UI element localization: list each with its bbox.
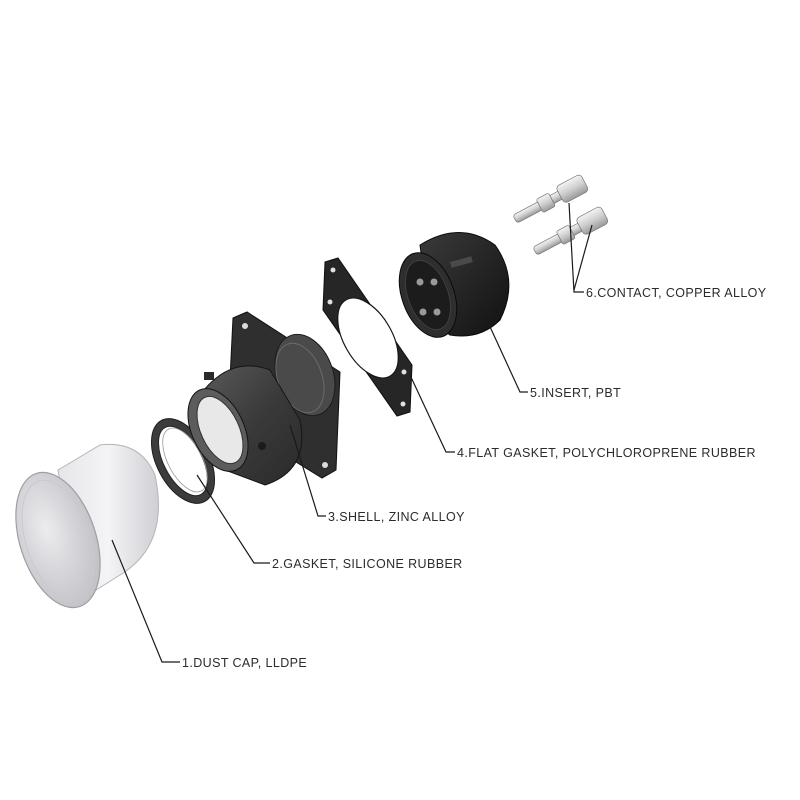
label-part2: 2.GASKET, SILICONE RUBBER <box>272 557 463 571</box>
leader-line-part2 <box>196 474 270 564</box>
label-part6: 6.CONTACT, COPPER ALLOY <box>586 286 767 300</box>
leader-line-part6a <box>568 202 584 293</box>
leader-line-part1 <box>111 539 180 663</box>
flat-gasket-part <box>322 257 413 417</box>
shell-part <box>187 311 341 486</box>
insert-part <box>398 232 510 338</box>
label-part4: 4.FLAT GASKET, POLYCHLOROPRENE RUBBER <box>457 446 756 460</box>
leader-lines <box>111 202 593 663</box>
label-part3: 3.SHELL, ZINC ALLOY <box>328 510 465 524</box>
leader-line-part6b <box>573 224 593 291</box>
leader-line-part3 <box>289 424 326 517</box>
dust-cap-part <box>15 443 159 609</box>
contact-pins-part <box>513 174 609 255</box>
label-part5: 5.INSERT, PBT <box>530 386 621 400</box>
leader-line-part5 <box>479 304 528 393</box>
leader-line-part4 <box>409 374 455 453</box>
label-part1: 1.DUST CAP, LLDPE <box>182 656 307 670</box>
